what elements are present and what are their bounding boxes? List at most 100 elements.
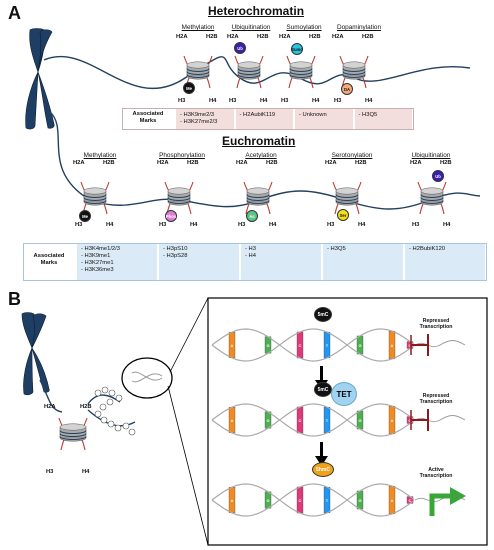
eu-h2b-label-1: H2B (187, 160, 199, 166)
hetero-marks-cell-2: - Unknown (294, 109, 353, 129)
eu-h4-label-2: H4 (269, 222, 277, 228)
hetero-h2a-label-0: H2A (176, 34, 188, 40)
b-h4-label: H4 (82, 469, 90, 475)
eu-h2b-label-0: H2B (103, 160, 115, 166)
eu-badge-4: Ub (432, 170, 444, 182)
eu-nucleosome-4 (417, 181, 447, 215)
hetero-marks-cell-1: - H2AubiK119 (234, 109, 293, 129)
base-letter: C (409, 418, 412, 423)
hetero-h4-label-0: H4 (209, 98, 217, 104)
eu-nucleosome-2 (243, 181, 273, 215)
base-letter: G (358, 343, 361, 348)
hetero-nucleosome-0 (183, 55, 213, 89)
eu-badge-2: Ac (246, 210, 258, 222)
hetero-nucleosome-3 (339, 55, 369, 89)
hetero-h3-label-1: H3 (229, 98, 237, 104)
base-letter: A (231, 343, 234, 348)
eu-marks-cell-3: - H3Q5 (322, 244, 403, 280)
hetero-h3-label-2: H3 (281, 98, 289, 104)
base-letter: A (231, 498, 234, 503)
b-h3-label: H3 (46, 469, 54, 475)
hetero-marks-cell-0: - H3K9me2/3 - H3K27me2/3 (175, 109, 234, 129)
eu-nucleosome-0 (80, 181, 110, 215)
hetero-nucleosome-2 (286, 55, 316, 89)
eu-h4-label-0: H4 (106, 222, 114, 228)
euchromatin-title: Euchromatin (222, 134, 296, 148)
base-letter: C (299, 418, 302, 423)
eu-mod-0: Methylation (83, 152, 117, 159)
row-1-status: Repressed Transcription (419, 393, 453, 405)
panel-b-label: B (8, 289, 21, 309)
base-letter: G (266, 498, 269, 503)
hetero-h2a-label-1: H2A (227, 34, 239, 40)
eu-marks-box: Associated Marks - H3K4me1/2/3 - H3K9me1… (23, 243, 487, 281)
eu-h2b-label-2: H2B (266, 160, 278, 166)
panel-b-nucleosome (58, 417, 88, 451)
eu-mod-2: Acetylation (245, 152, 277, 159)
chromosome-a (25, 28, 55, 130)
hetero-nucleosome-1 (234, 55, 264, 89)
base-letter: A (231, 418, 234, 423)
eu-h4-label-3: H4 (358, 222, 366, 228)
eu-h4-label-1: H4 (190, 222, 198, 228)
eu-h3-label-3: H3 (327, 222, 335, 228)
hetero-h2a-label-3: H2A (332, 34, 344, 40)
base-letter: C (409, 343, 412, 348)
eu-marks-label: Associated Marks (33, 253, 65, 266)
chromosome-b (21, 312, 50, 396)
hetero-mod-2: Sumoylation (286, 24, 322, 31)
base-letter: A (391, 498, 394, 503)
eu-mod-1: Phosphorylation (159, 152, 205, 159)
eu-h2a-label-0: H2A (73, 160, 85, 166)
base-letter: G (358, 418, 361, 423)
hetero-mod-0: Methylation (181, 24, 215, 31)
base-letter: T (326, 418, 329, 423)
base-letter: T (326, 498, 329, 503)
panel-a-label: A (8, 3, 21, 23)
hetero-h2b-label-2: H2B (309, 34, 321, 40)
base-letter: C (409, 498, 412, 503)
hetero-badge-2: Sumo (291, 43, 303, 55)
eu-h3-label-0: H3 (75, 222, 83, 228)
row-0-badge: 5mC (314, 307, 332, 322)
dna-detail-box (207, 297, 488, 546)
eu-h4-label-4: H4 (443, 222, 451, 228)
eu-h2a-label-1: H2A (157, 160, 169, 166)
eu-badge-1: Phos (165, 210, 177, 222)
zoom-circle (121, 357, 173, 399)
hetero-h3-label-3: H3 (334, 98, 342, 104)
hetero-h4-label-1: H4 (260, 98, 268, 104)
hetero-h2a-label-2: H2A (279, 34, 291, 40)
beaded-fiber (94, 386, 136, 436)
base-letter: G (266, 418, 269, 423)
hetero-h2b-label-1: H2B (257, 34, 269, 40)
base-letter: A (391, 343, 394, 348)
b-h2a-label: H2A (44, 404, 56, 410)
eu-marks-cell-1: - H3pS10 - H3pS28 (158, 244, 239, 280)
eu-h2a-label-2: H2A (236, 160, 248, 166)
b-h2b-label: H2B (80, 404, 92, 410)
base-letter: G (266, 343, 269, 348)
base-letter: C (299, 498, 302, 503)
eu-nucleosome-1 (164, 181, 194, 215)
active-arrow-icon (429, 493, 452, 516)
eu-h2a-label-4: H2A (410, 160, 422, 166)
hetero-h2b-label-0: H2B (206, 34, 218, 40)
eu-h2b-label-3: H2B (355, 160, 367, 166)
row-2-badge: 5hmC (312, 462, 334, 477)
tet-enzyme: TET (331, 382, 357, 406)
hetero-marks-cell-3: - H3Q5 (353, 109, 412, 129)
heterochromatin-title: Heterochromatin (208, 4, 305, 18)
hetero-h2b-label-3: H2B (362, 34, 374, 40)
active-arrow-head-icon (450, 487, 466, 505)
base-letter: G (358, 498, 361, 503)
eu-h2a-label-3: H2A (325, 160, 337, 166)
row-0-status: Repressed Transcription (419, 318, 453, 330)
hetero-h3-label-0: H3 (178, 98, 186, 104)
eu-marks-cell-2: - H3 - H4 (240, 244, 321, 280)
row-2-status: Active Transcription (419, 467, 453, 479)
